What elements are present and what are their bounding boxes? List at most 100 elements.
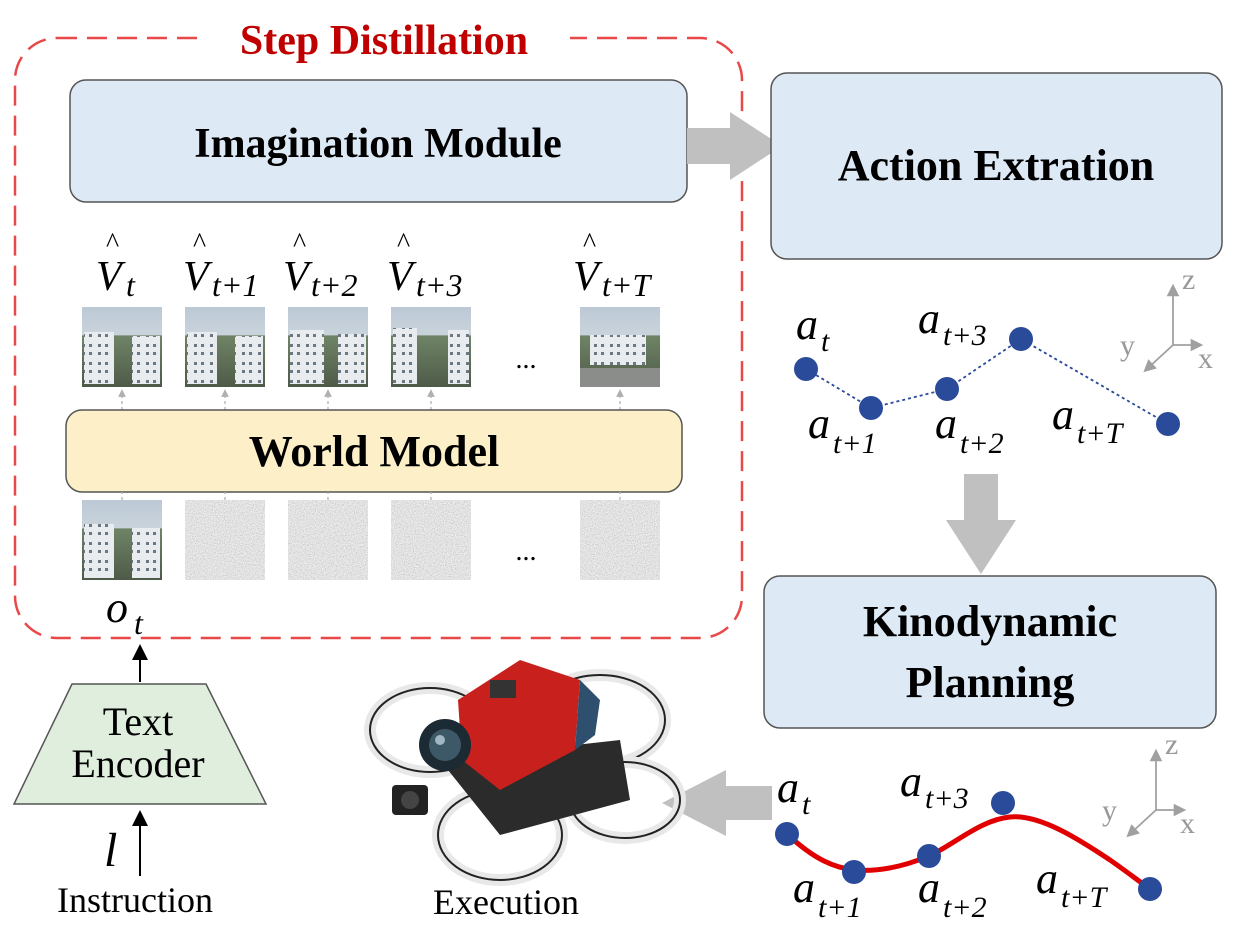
frame-symbol: V <box>283 254 313 300</box>
input-arrows <box>121 492 621 500</box>
smooth-trajectory <box>785 814 1152 892</box>
waypoint <box>1009 327 1033 351</box>
observation-label: o t <box>106 583 144 641</box>
noise-frame <box>288 500 368 580</box>
predicted-frame-labels: V ^ t V ^ t+1 V ^ t+2 V ^ t+3 V ^ t+T <box>96 228 652 303</box>
waypoint-subscript: t+1 <box>833 427 877 460</box>
predicted-frames-ellipsis: ... <box>516 344 537 375</box>
waypoint-subscript: t <box>802 788 811 821</box>
frame-label-t: V ^ t <box>96 228 136 303</box>
waypoint-symbol: a <box>918 294 940 343</box>
text-encoder: Text Encoder <box>12 683 268 805</box>
noise-row-ellipsis: ... <box>516 536 537 567</box>
frame-symbol: V <box>96 254 126 300</box>
waypoint-label: a t+2 <box>935 399 1004 460</box>
waypoint <box>1156 412 1180 436</box>
waypoint <box>775 822 799 846</box>
noise-frame <box>391 500 471 580</box>
waypoint-subscript: t+T <box>1061 881 1109 914</box>
frame-symbol: V <box>573 254 603 300</box>
waypoint <box>842 860 866 884</box>
planned-trajectory: a t a t+1 a t+2 a t+3 a t+T <box>775 757 1162 924</box>
predicted-frame-image <box>288 307 368 387</box>
waypoint-label: a t+3 <box>900 757 969 815</box>
waypoint-subscript: t+2 <box>943 891 987 924</box>
waypoint-subscript: t+1 <box>818 891 862 924</box>
hat-icon: ^ <box>583 228 596 259</box>
waypoint-symbol: a <box>1052 390 1074 439</box>
kinodynamic-planning-line2: Planning <box>906 658 1075 707</box>
waypoint-subscript: t <box>821 325 830 358</box>
frame-subscript: t+2 <box>311 267 357 303</box>
kinodynamic-planning-line1: Kinodynamic <box>863 597 1117 646</box>
axes-icon <box>1126 748 1187 838</box>
waypoint <box>917 844 941 868</box>
waypoint <box>794 357 818 381</box>
imagination-module-label: Imagination Module <box>194 121 562 167</box>
arrow-to-action-extraction <box>687 112 782 180</box>
observation-subscript: t <box>134 605 144 641</box>
waypoint-label: a t+3 <box>918 294 987 352</box>
frame-arrows <box>118 389 624 410</box>
title-backdrop <box>198 14 570 64</box>
hat-icon: ^ <box>193 228 206 259</box>
frame-symbol: V <box>183 254 213 300</box>
frame-subscript: t <box>126 267 136 303</box>
axis-label-z: z <box>1165 728 1178 761</box>
axis-label-z: z <box>1182 263 1195 296</box>
waypoint-subscript: t+2 <box>960 427 1004 460</box>
text-encoder-line1: Text <box>103 699 174 744</box>
frame-label-t2: V ^ t+2 <box>283 228 357 303</box>
step-distillation-frame <box>13 36 744 640</box>
waypoint-label: a t+2 <box>918 863 987 924</box>
instruction-symbol: l <box>104 824 117 877</box>
kinodynamic-planning-box: Kinodynamic Planning <box>763 575 1217 729</box>
waypoint-subscript: t+T <box>1077 417 1125 450</box>
waypoint <box>935 377 959 401</box>
waypoint-label: a t+T <box>1036 854 1109 914</box>
waypoint-symbol: a <box>900 757 922 806</box>
extracted-waypoints: a t a t+1 a t+2 a t+3 a t+T <box>794 294 1180 460</box>
hat-icon: ^ <box>293 228 306 259</box>
predicted-frame-image <box>391 307 471 387</box>
text-encoder-line2: Encoder <box>71 741 204 786</box>
arrow-to-execution <box>662 770 772 836</box>
axis-label-x: x <box>1180 807 1195 840</box>
execution-label: Execution <box>433 882 579 922</box>
dotted-waypoint-path <box>805 337 1169 425</box>
waypoint <box>859 396 883 420</box>
waypoint-subscript: t+3 <box>925 782 969 815</box>
world-model: World Model <box>65 409 683 493</box>
frame-subscript: t+T <box>602 267 652 303</box>
action-extraction-box: Action Extration <box>770 72 1223 260</box>
axis-label-x: x <box>1198 342 1213 375</box>
instruction-label: Instruction <box>57 880 213 920</box>
waypoint <box>991 791 1015 815</box>
waypoint-label: a t+T <box>1052 390 1125 450</box>
frame-symbol: V <box>387 254 417 300</box>
predicted-frame-image <box>580 307 660 387</box>
hat-icon: ^ <box>397 228 410 259</box>
frame-label-t1: V ^ t+1 <box>183 228 258 303</box>
hat-icon: ^ <box>106 228 119 259</box>
waypoint-symbol: a <box>935 399 957 448</box>
frame-label-t3: V ^ t+3 <box>387 228 462 303</box>
predicted-frame-image <box>82 307 162 387</box>
step-distillation-title: Step Distillation <box>240 18 528 64</box>
waypoint-subscript: t+3 <box>943 319 987 352</box>
input-frames: ... <box>82 500 660 580</box>
observation-frame-image <box>82 500 162 580</box>
noise-frame <box>185 500 265 580</box>
predicted-frames: ... <box>82 307 660 387</box>
waypoint-label: a t+1 <box>808 399 877 460</box>
waypoint-symbol: a <box>793 863 815 912</box>
waypoint-symbol: a <box>796 300 818 349</box>
waypoint-label: a t <box>796 300 830 358</box>
noise-frame <box>580 500 660 580</box>
observation-symbol: o <box>106 583 128 632</box>
frame-subscript: t+1 <box>212 267 258 303</box>
axes-icon <box>1143 283 1204 373</box>
waypoint <box>1138 877 1162 901</box>
axis-label-y: y <box>1120 329 1135 362</box>
